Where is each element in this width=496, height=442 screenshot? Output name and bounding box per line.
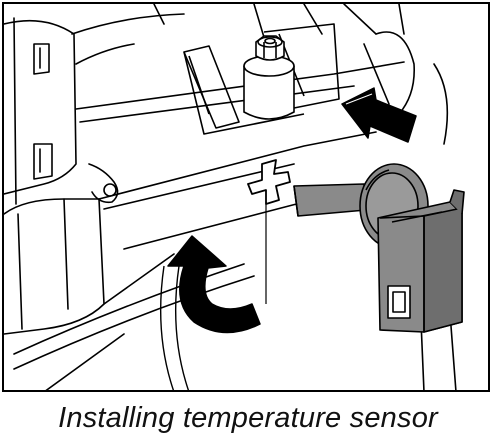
figure-caption: Installing temperature sensor <box>58 402 438 434</box>
rotation-arrow <box>159 235 261 390</box>
insert-arrow <box>341 87 417 143</box>
nut-bracket <box>183 23 340 135</box>
temperature-sensor <box>293 163 465 333</box>
installation-illustration <box>4 4 465 390</box>
illustration-frame <box>2 2 490 392</box>
mounting-hole <box>247 159 291 304</box>
left-housing <box>4 13 185 335</box>
main-rail <box>13 4 457 390</box>
nut <box>243 35 295 120</box>
